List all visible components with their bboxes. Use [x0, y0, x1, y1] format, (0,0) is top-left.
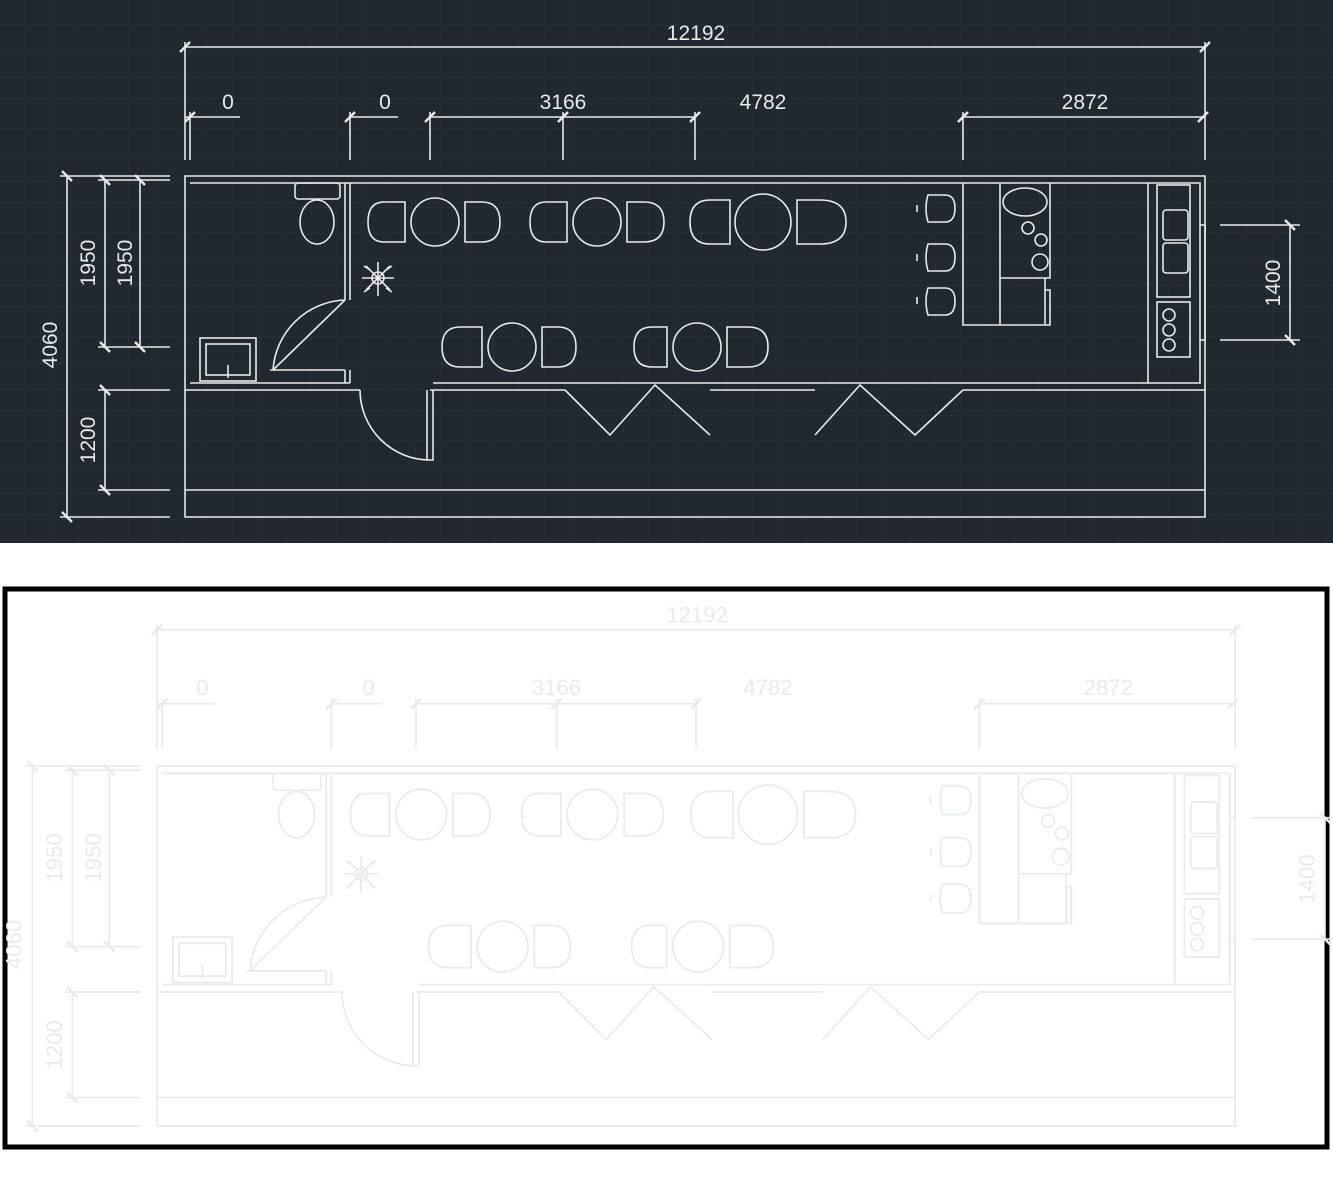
table-set-2 [529, 197, 665, 247]
bar-counter [962, 183, 1051, 326]
dim-corridor-depth: 1200 [77, 417, 100, 464]
table-set-4 [441, 322, 577, 372]
doors [272, 299, 964, 461]
table-set-5 [633, 322, 769, 372]
coffee-machine-icon [1002, 187, 1048, 217]
entrance-door[interactable] [359, 389, 434, 461]
dim-overall-width: 4060 [39, 322, 62, 369]
table-set-1 [367, 197, 501, 247]
dim-segment-3: 3166 [540, 91, 587, 114]
dim-room-depth-outer: 1950 [77, 240, 100, 287]
kitchen [1147, 183, 1191, 383]
table-set-3 [689, 193, 847, 251]
bathroom-door[interactable] [272, 299, 346, 371]
print-frame [2, 586, 1330, 1150]
washbasin-icon [199, 337, 257, 382]
folding-door-2[interactable] [814, 383, 964, 437]
toilet-icon [294, 182, 341, 245]
dim-overall-length: 12192 [667, 22, 725, 45]
dim-segment-2: 0 [379, 91, 391, 114]
cad-grid [0, 0, 1333, 543]
dining-tables [367, 193, 847, 372]
dim-segment-4: 4782 [740, 91, 787, 114]
dim-segment-5: 2872 [1062, 91, 1109, 114]
stove-icon [1156, 301, 1191, 358]
floor-plan-dark: 12192 0 0 3166 4782 2872 4060 1950 1950 … [39, 22, 1300, 523]
folding-door-1[interactable] [564, 383, 711, 437]
dimension-annotations: 12192 0 0 3166 4782 2872 4060 1950 1950 … [39, 22, 1300, 523]
dim-segment-1: 0 [222, 91, 234, 114]
bar-stools [916, 194, 956, 316]
walls [184, 175, 1206, 518]
dim-room-depth-inner: 1950 [114, 240, 137, 287]
kitchen-sink-icon [1156, 184, 1191, 298]
plant-icon [362, 262, 394, 296]
dim-window-width: 1400 [1262, 260, 1285, 307]
